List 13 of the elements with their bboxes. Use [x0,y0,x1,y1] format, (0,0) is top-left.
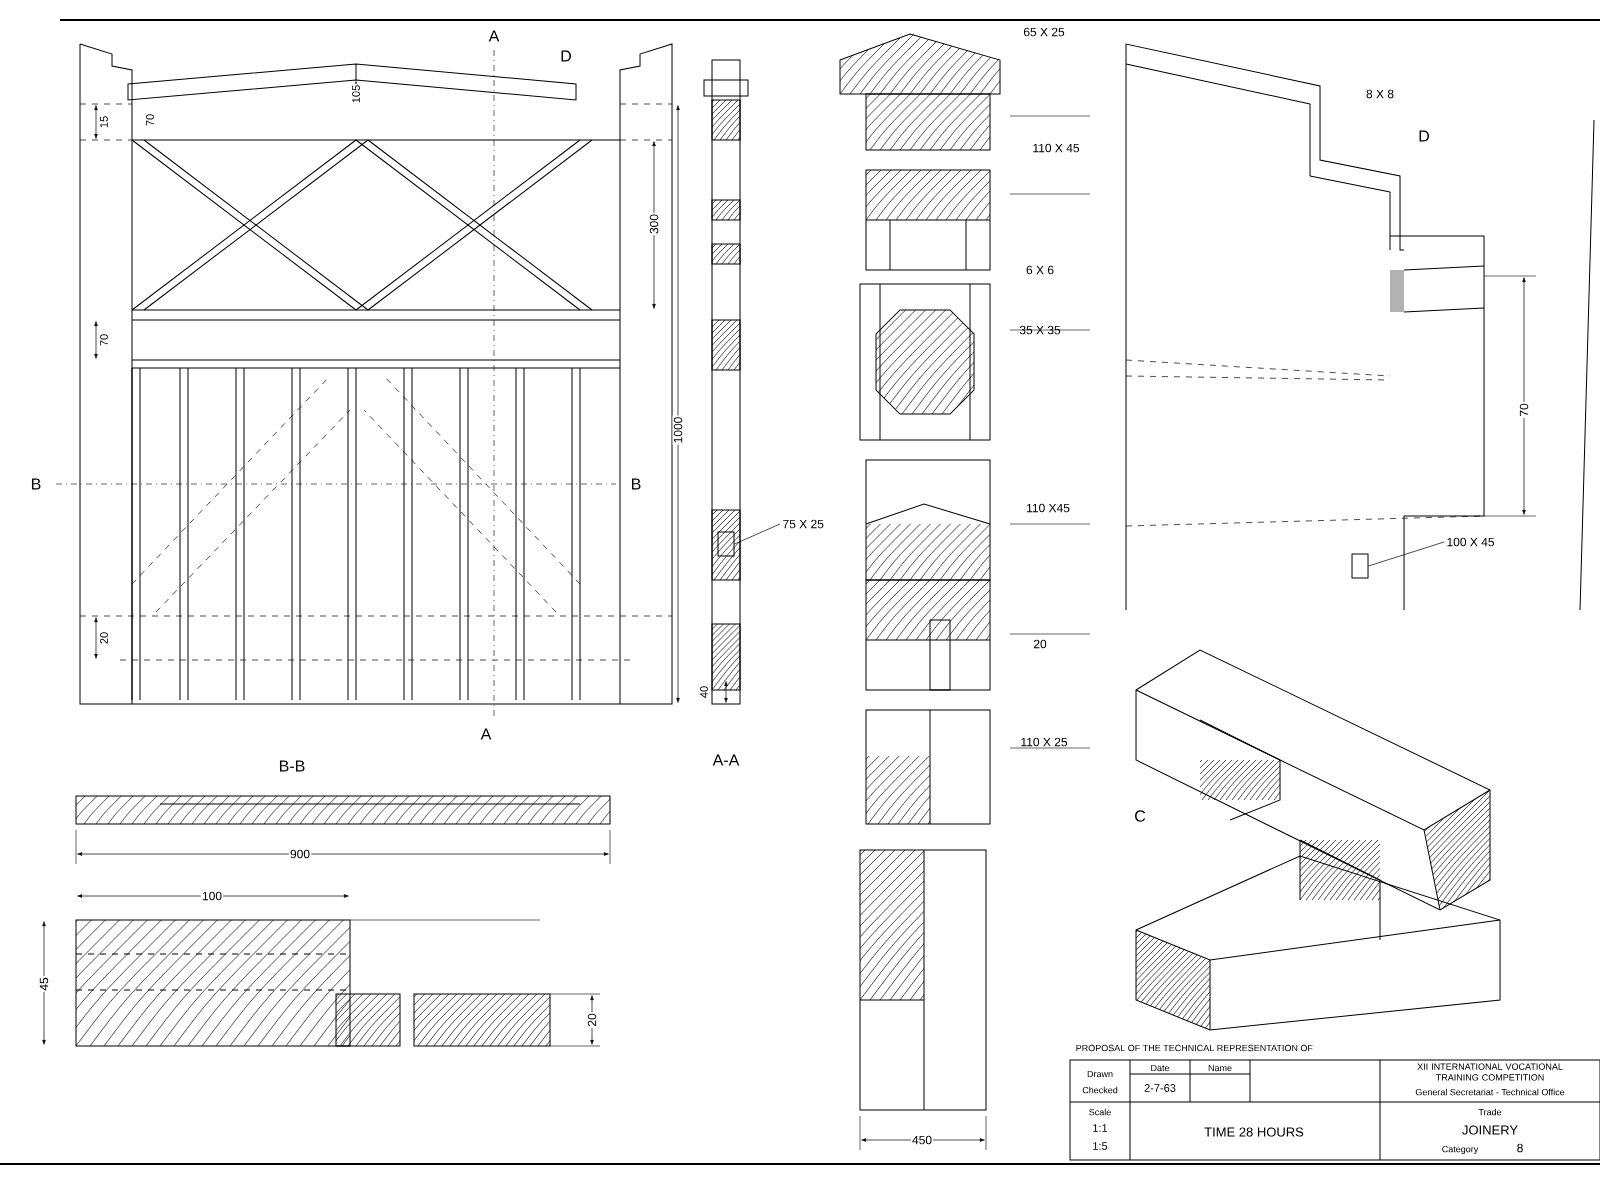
detail-mark: C [1135,810,1146,822]
rail-section [717,531,735,557]
section-mark: B [632,478,641,490]
view-title: A-A [712,754,740,766]
section-mark: B [32,478,41,490]
leader-line [734,523,781,545]
leader-line [1368,541,1445,567]
section-mark: A [488,30,500,42]
detail-mark: D [1419,130,1430,142]
detail-mark: D [561,50,571,62]
view-title: B-B [280,760,305,772]
section-mark: A [480,728,492,740]
rail-section [1351,553,1369,579]
